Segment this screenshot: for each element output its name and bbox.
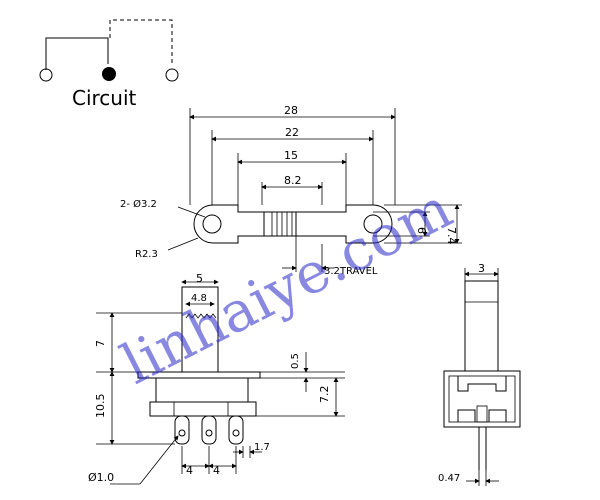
- pin-1: [174, 415, 190, 445]
- dim-flange: 0.5: [290, 353, 301, 369]
- circuit-symbol: Circuit: [39, 19, 179, 110]
- terminal-common: [102, 67, 116, 81]
- terminal-left: [39, 68, 53, 82]
- dim-overall: 28: [284, 104, 298, 117]
- side-body: [443, 370, 521, 428]
- side-view: 3 0.47: [438, 262, 521, 486]
- watermark-text: linhaiye.com: [112, 176, 462, 397]
- circuit-caption: Circuit: [72, 86, 137, 110]
- dim-body-height: 10.5: [94, 394, 107, 419]
- pin-3: [228, 415, 244, 445]
- dim-side-actuator: 3: [478, 262, 485, 275]
- dim-height-inner: 6: [415, 227, 428, 234]
- dim-pin-width: 1.7: [254, 442, 270, 453]
- side-actuator: [464, 280, 499, 372]
- terminal-right: [165, 68, 179, 82]
- dim-side-pin: 0.47: [438, 473, 460, 484]
- dim-holes: 22: [285, 126, 299, 139]
- front-view: 5 4.8 7 10.5 0.5 7.2: [88, 272, 345, 485]
- dim-actuator-width: 5: [196, 272, 203, 285]
- dim-body-part: 7.2: [318, 386, 331, 404]
- dim-actuator-height: 7: [94, 340, 107, 347]
- dim-actuator-inner: 4.8: [191, 293, 207, 304]
- switch-body: [155, 377, 249, 403]
- mount-hole-right: [363, 214, 383, 234]
- dim-pin-hole: Ø1.0: [88, 471, 114, 484]
- dim-hole-dia: 2- Ø3.2: [120, 198, 157, 210]
- top-view: 28 22 15 8.2 2- Ø3.2 R2.3 3.2TRAVEL: [120, 104, 462, 277]
- mount-hole-left: [202, 214, 222, 234]
- dim-slot: 8.2: [284, 174, 302, 187]
- dim-travel: 3.2TRAVEL: [324, 266, 378, 277]
- pin-2: [201, 415, 217, 445]
- dim-body: 15: [284, 149, 298, 162]
- slider-knob: [263, 211, 297, 237]
- dim-radius: R2.3: [135, 249, 158, 260]
- dim-pin-pitch-1: 4: [186, 464, 193, 477]
- dim-pin-pitch-2: 4: [213, 464, 220, 477]
- dim-height-outer: 7.4: [445, 227, 458, 245]
